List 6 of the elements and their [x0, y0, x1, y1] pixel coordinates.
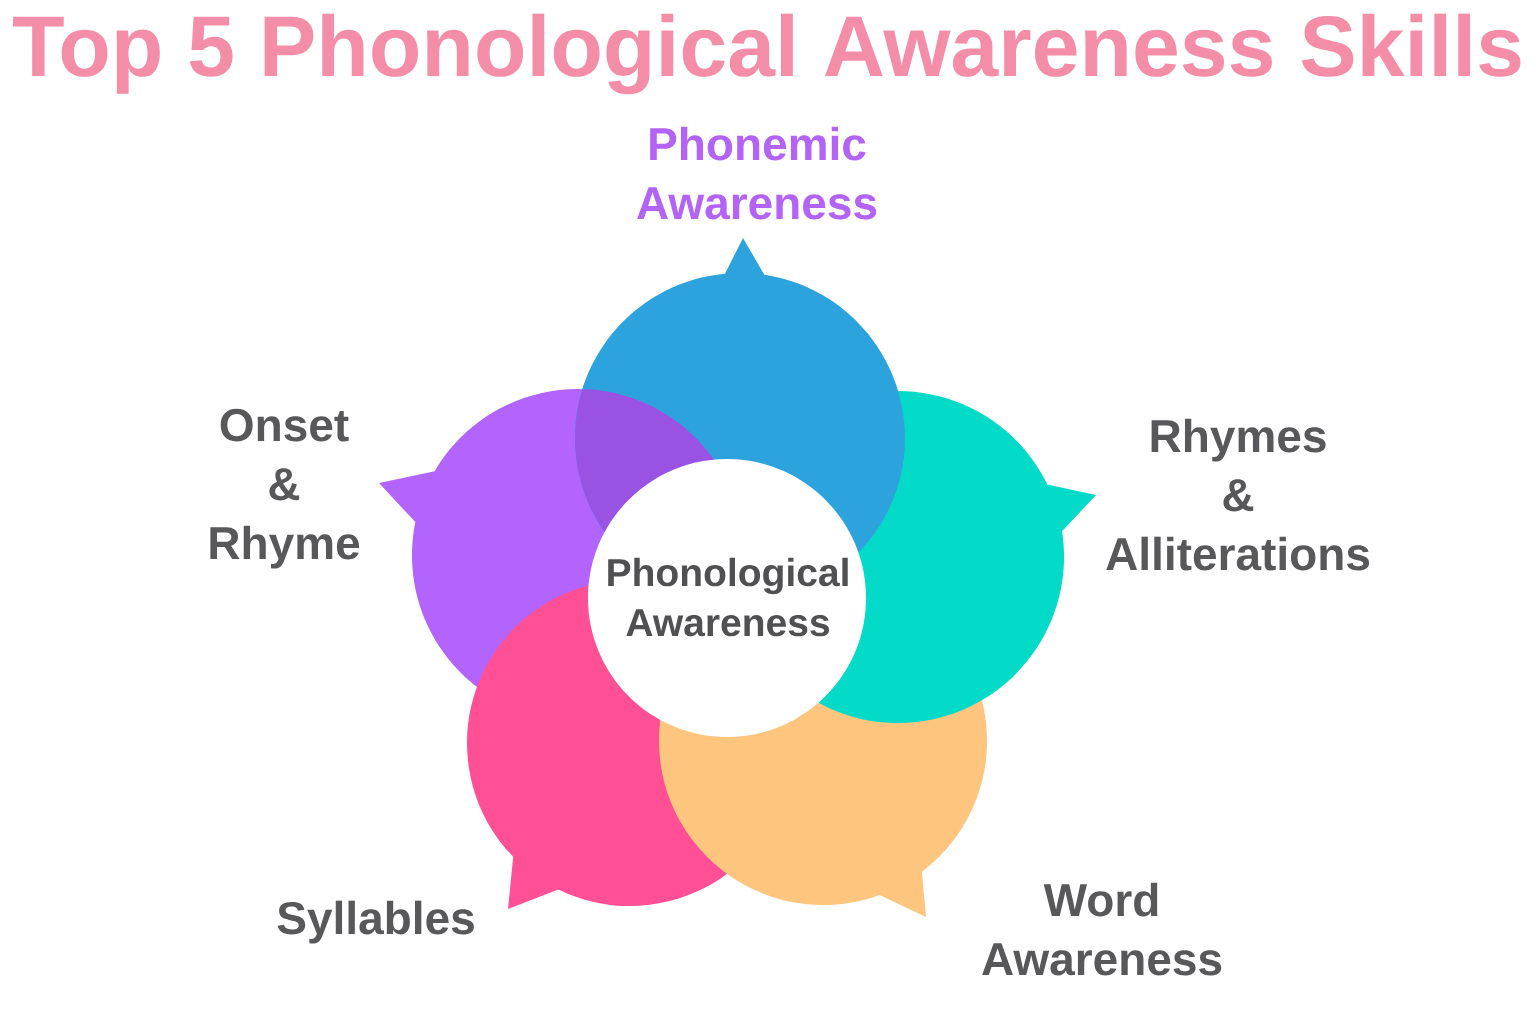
skill-label: Onset & Rhyme — [210, 408, 360, 569]
skill-label: Syllables — [277, 900, 474, 944]
skill-label: Rhymes & Alliterations — [1106, 418, 1370, 571]
skill-label: Phonemic Awareness — [637, 126, 877, 220]
skill-label: Word Awareness — [982, 882, 1222, 976]
title: Top 5 Phonological Awareness Skills — [13, 13, 1521, 95]
